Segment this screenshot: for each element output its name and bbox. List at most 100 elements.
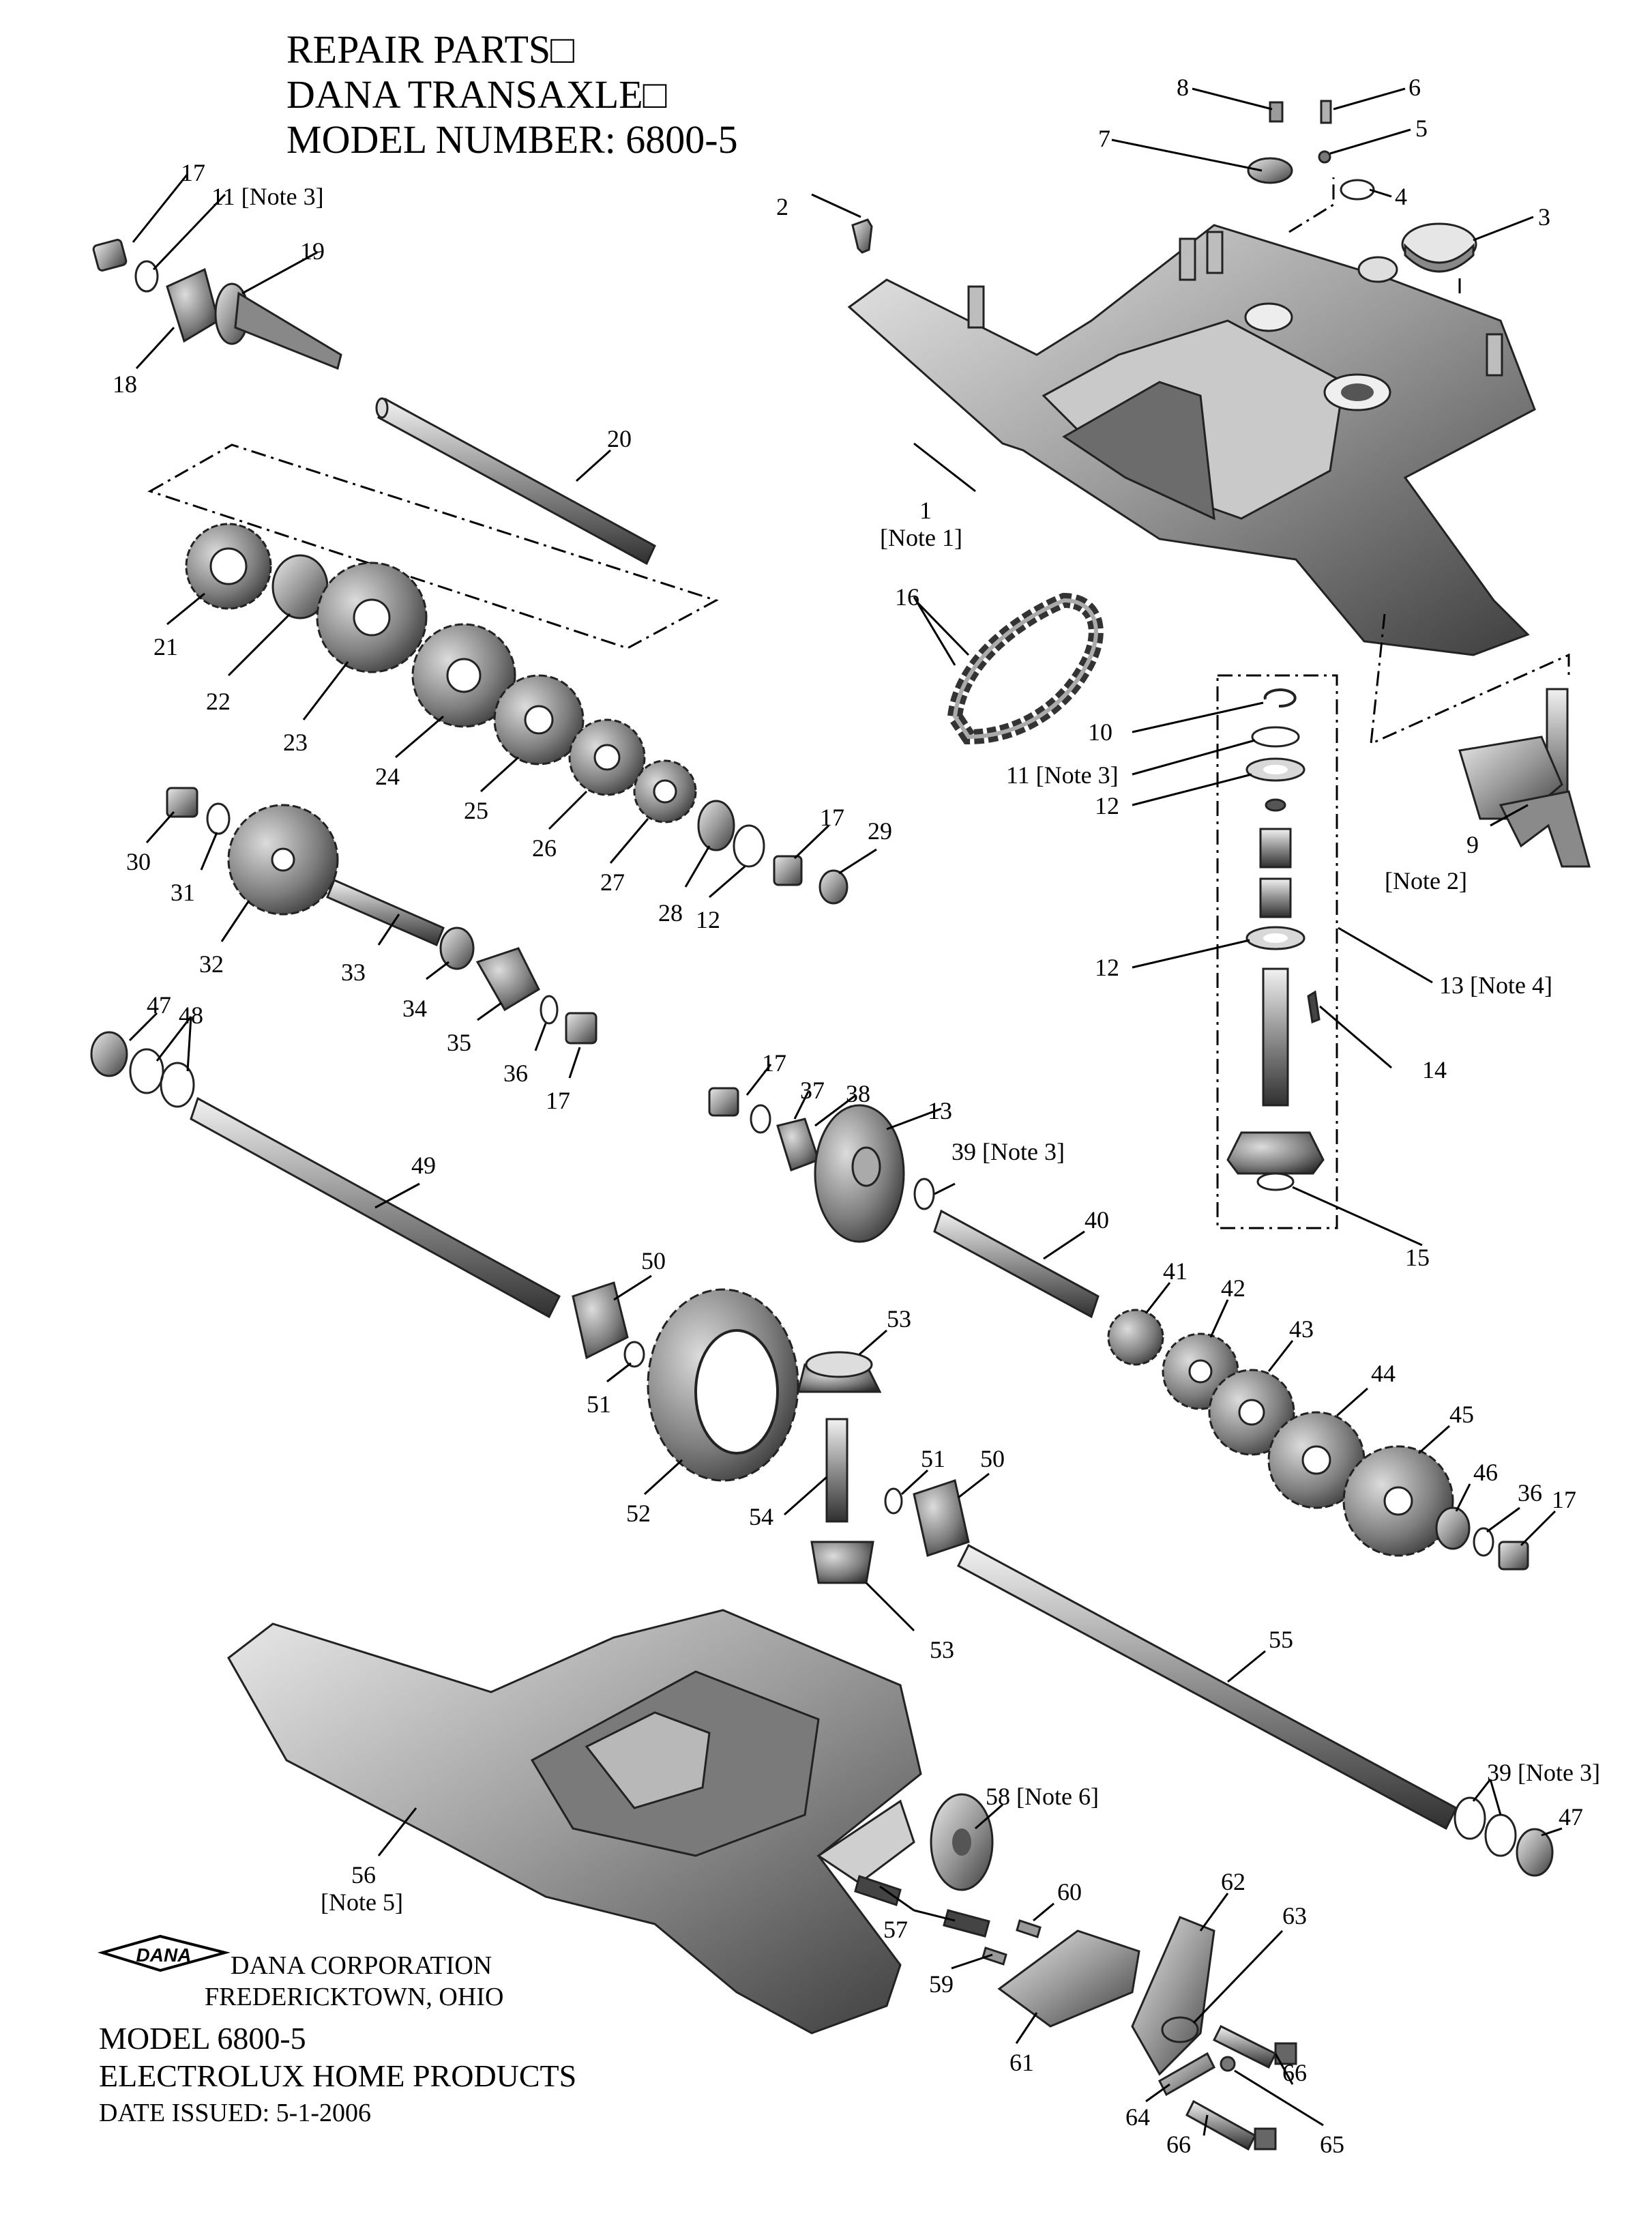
- company-location: FREDERICKTOWN, OHIO: [205, 1983, 504, 2011]
- callout-label: 61: [1009, 2049, 1034, 2076]
- title-line-3: MODEL NUMBER: 6800-5: [286, 117, 738, 162]
- callout-label: 1: [919, 497, 932, 524]
- callout-label: 35: [447, 1029, 471, 1056]
- callout-label: 12: [1095, 792, 1119, 819]
- shaft-49-group: [90, 1031, 645, 1368]
- callout-label: 46: [1473, 1459, 1498, 1486]
- callout-label: 32: [199, 950, 224, 978]
- callout-label: 44: [1371, 1360, 1396, 1387]
- callout-label: 45: [1449, 1401, 1474, 1428]
- callout-label: 34: [402, 995, 427, 1022]
- callout-label: 22: [206, 688, 231, 715]
- callout-label: 5: [1415, 115, 1428, 142]
- callout-label: 55: [1269, 1626, 1293, 1653]
- title-block: REPAIR PARTS□ DANA TRANSAXLE□ MODEL NUMB…: [286, 27, 738, 162]
- callout-label: 37: [800, 1077, 825, 1104]
- callout-label: 40: [1085, 1206, 1109, 1234]
- callout-label: 15: [1405, 1244, 1430, 1271]
- diff-pinions: [797, 1351, 970, 1584]
- callout-label: 56: [351, 1861, 376, 1889]
- callout-label: 50: [641, 1247, 666, 1274]
- gear-row-41-46: [1107, 1309, 1529, 1571]
- callout-label: 59: [929, 1970, 954, 1998]
- callout-label: 43: [1289, 1315, 1314, 1343]
- callout-label: 18: [113, 370, 137, 398]
- gear-row-21-28: [185, 523, 849, 905]
- callout-label: 6: [1408, 74, 1421, 101]
- callout-label: 11 [Note 3]: [1006, 761, 1119, 789]
- dana-logo: DANA: [97, 1934, 231, 1972]
- callout-label: 17: [820, 804, 844, 831]
- callout-label: 27: [600, 869, 625, 896]
- callout-label: 24: [375, 763, 400, 790]
- callout-label: 66: [1166, 2131, 1191, 2158]
- callout-label: 16: [895, 583, 919, 611]
- callout-label: 57: [883, 1916, 908, 1943]
- callout-label: 20: [607, 425, 632, 452]
- callout-label: 54: [749, 1503, 773, 1530]
- brake-parts: [854, 1793, 1297, 2151]
- company-name: DANA CORPORATION: [231, 1951, 492, 1980]
- callout-label: 39 [Note 3]: [1487, 1759, 1600, 1786]
- callout-label: 25: [464, 797, 488, 824]
- callout-label: 2: [776, 193, 788, 220]
- callout-label: 38: [846, 1080, 870, 1107]
- callout-label: 17: [181, 159, 205, 186]
- ring-gear-52: [647, 1288, 799, 1482]
- assembly-20-box: [147, 443, 719, 650]
- upper-housing: [847, 224, 1536, 656]
- company-block: DANA CORPORATION FREDERICKTOWN, OHIO: [205, 1950, 503, 2013]
- callout-label: 65: [1320, 2131, 1344, 2158]
- shift-fork-9: [1458, 688, 1591, 868]
- callout-label: 33: [341, 959, 366, 986]
- callout-label: 17: [762, 1049, 786, 1077]
- callout-label: 8: [1177, 74, 1189, 101]
- callout-label: 7: [1098, 125, 1110, 152]
- footer-model: MODEL 6800-5: [99, 2021, 306, 2056]
- callout-label: 60: [1057, 1878, 1082, 1906]
- callout-label: 17: [546, 1087, 570, 1114]
- callout-label: 47: [1559, 1803, 1583, 1831]
- callout-label: 53: [887, 1305, 911, 1332]
- lower-housing: [227, 1609, 922, 2035]
- callout-label: 26: [532, 834, 557, 862]
- shaft-20-group: [92, 239, 656, 566]
- title-line-2: DANA TRANSAXLE□: [286, 72, 667, 117]
- callout-label: 30: [126, 848, 151, 875]
- chain-16: [947, 592, 1104, 745]
- leader-lines: [128, 87, 1563, 2136]
- footer-brand: ELECTROLUX HOME PRODUCTS: [99, 2058, 577, 2093]
- callout-label: 19: [300, 237, 325, 265]
- callout-label: 42: [1221, 1274, 1245, 1302]
- callout-label: 12: [696, 906, 720, 933]
- callout-label: 14: [1422, 1056, 1447, 1083]
- callout-label: 29: [868, 817, 892, 845]
- callout-label: 62: [1221, 1868, 1245, 1895]
- callout-label: 58 [Note 6]: [986, 1783, 1099, 1810]
- callout-label: 64: [1125, 2103, 1150, 2131]
- kit-13-box: [1216, 674, 1338, 1229]
- callout-label: [Note 2]: [1385, 867, 1467, 894]
- footer-date: DATE ISSUED: 5-1-2006: [99, 2099, 371, 2127]
- callout-label: 53: [930, 1636, 954, 1663]
- callout-label: 52: [626, 1500, 651, 1527]
- callout-label: 66: [1282, 2059, 1307, 2086]
- small-parts-top: [851, 100, 1477, 273]
- callout-label: [Note 1]: [880, 524, 962, 551]
- callout-label: 3: [1538, 203, 1550, 231]
- callout-label: 48: [179, 1002, 203, 1029]
- callout-label: 17: [1552, 1486, 1576, 1513]
- footer-block: MODEL 6800-5 ELECTROLUX HOME PRODUCTS DA…: [99, 2020, 576, 2132]
- callout-label: 23: [283, 729, 308, 756]
- gear-row-30-36: [166, 787, 598, 1045]
- title-line-1: REPAIR PARTS□: [286, 27, 575, 72]
- callout-label: 13 [Note 4]: [1439, 972, 1552, 999]
- callout-label: 49: [411, 1152, 436, 1179]
- dana-logo-text: DANA: [136, 1944, 192, 1966]
- callout-label: 39 [Note 3]: [952, 1138, 1065, 1165]
- callout-label: [Note 5]: [321, 1889, 403, 1916]
- callout-label: 11 [Note 3]: [211, 183, 324, 210]
- callout-label: 21: [153, 633, 178, 660]
- shaft-40-group: [708, 1087, 1100, 1319]
